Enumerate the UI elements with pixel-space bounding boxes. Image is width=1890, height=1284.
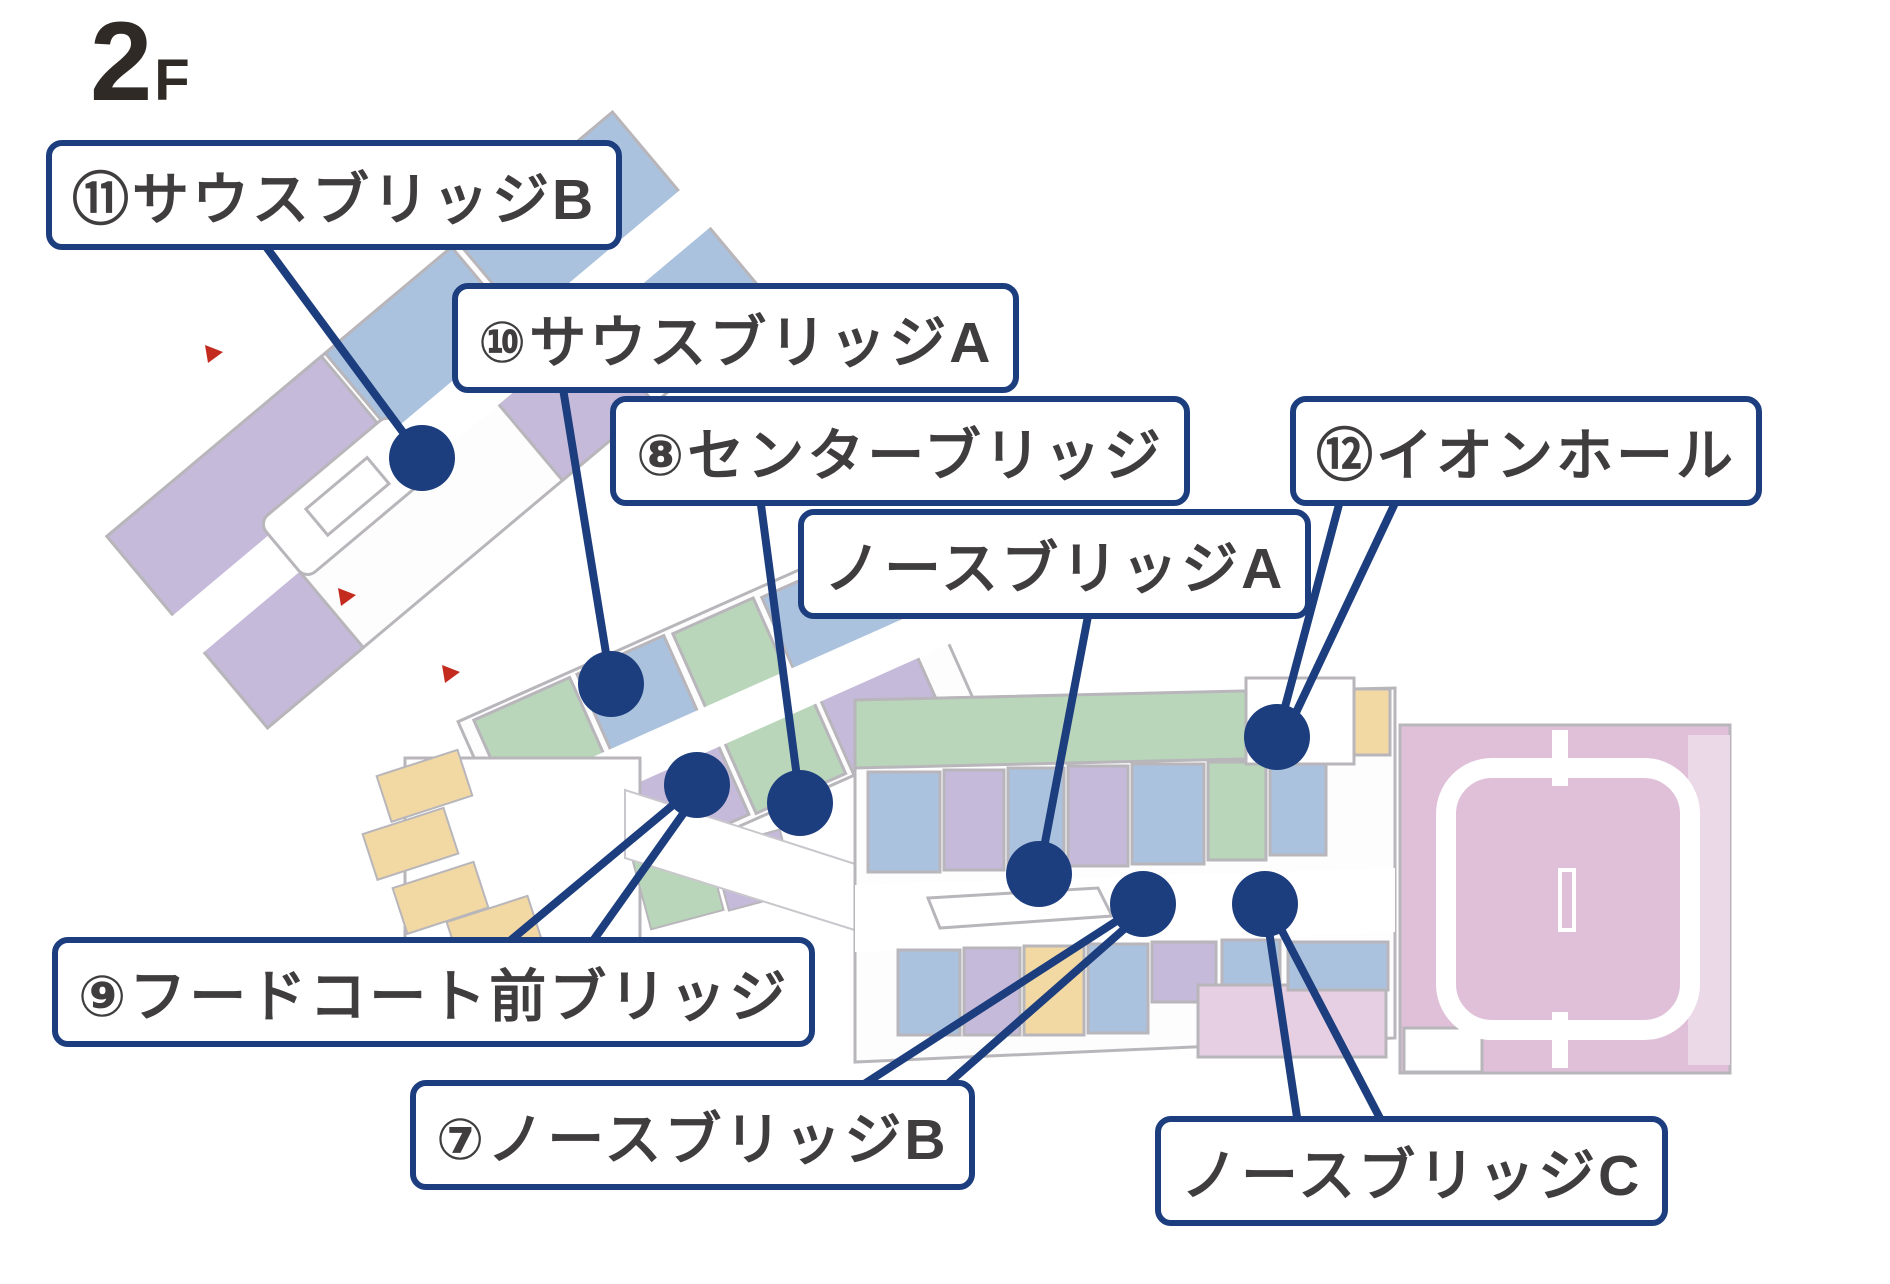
floor-number: 2 xyxy=(90,0,153,124)
callout-north-bridge-a: ノースブリッジA xyxy=(798,509,1312,619)
leader-food-court-1 xyxy=(502,781,700,949)
marker-center-bridge xyxy=(767,770,833,836)
callout-center-bridge: ⑧センターブリッジ xyxy=(610,396,1190,506)
red-triangle-markers xyxy=(205,345,460,683)
leader-lines xyxy=(246,222,1409,1126)
callout-food-court-bridge: ⑨フードコート前ブリッジ xyxy=(52,937,816,1047)
leader-aeon-hall-1 xyxy=(1273,480,1349,739)
leader-north-bridge-b-2 xyxy=(940,904,1151,1092)
leader-center-bridge xyxy=(754,481,804,801)
floor-suffix: F xyxy=(154,48,190,113)
callout-north-bridge-c: ノースブリッジC xyxy=(1155,1116,1669,1226)
aeon-block xyxy=(1398,723,1732,1075)
marker-south-bridge-a xyxy=(578,651,644,717)
leader-food-court-2 xyxy=(586,787,704,948)
leader-north-bridge-c-1 xyxy=(1261,903,1302,1125)
leader-north-bridge-b-1 xyxy=(855,900,1146,1092)
floor-label: 2 F xyxy=(90,6,190,118)
leader-south-bridge-a xyxy=(556,369,615,685)
callout-north-bridge-b: ⑦ノースブリッジB xyxy=(410,1080,975,1190)
marker-south-bridge-b xyxy=(389,425,455,491)
leader-north-bridge-a xyxy=(1035,594,1096,875)
marker-north-bridge-a xyxy=(1006,841,1072,907)
marker-north-bridge-b xyxy=(1110,871,1176,937)
marker-north-bridge-c xyxy=(1232,871,1298,937)
north-band xyxy=(853,686,1397,1064)
callout-aeon-hall: ⑫イオンホール xyxy=(1290,396,1762,506)
callout-south-bridge-a: ⑩サウスブリッジA xyxy=(452,283,1020,393)
leader-aeon-hall-2 xyxy=(1279,480,1409,742)
leader-north-bridge-c-2 xyxy=(1266,906,1387,1126)
callout-south-bridge-b: ⑪サウスブリッジB xyxy=(46,140,623,250)
leader-south-bridge-b xyxy=(246,222,426,461)
marker-aeon-hall xyxy=(1244,704,1310,770)
marker-food-court-bridge xyxy=(664,752,730,818)
